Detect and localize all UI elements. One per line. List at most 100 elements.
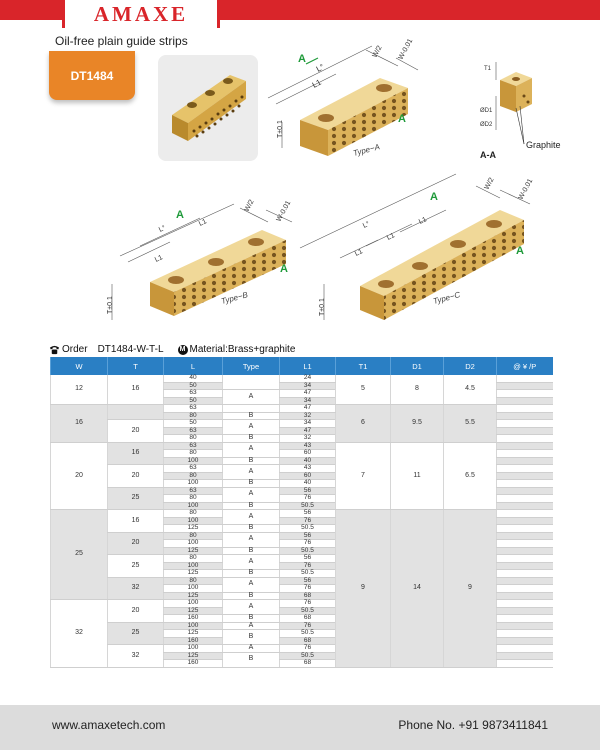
cell-type: B	[222, 457, 280, 465]
cell-price	[496, 599, 553, 608]
type-c-arrow-top: A	[430, 191, 438, 203]
cell-d2: 4.5	[443, 375, 497, 405]
col-type-header: Type	[222, 357, 280, 375]
col-t1-header: T1	[335, 357, 391, 375]
cell-type	[222, 404, 280, 413]
cell-l1: 50.5	[279, 569, 336, 578]
cell-l: 125	[163, 629, 223, 638]
cell-type: B	[222, 652, 280, 668]
cell-l: 63	[163, 464, 223, 473]
cell-l1: 47	[279, 389, 336, 398]
cell-l: 100	[163, 584, 223, 593]
cell-price	[496, 487, 553, 495]
cell-price	[496, 524, 553, 533]
type-a-l1-label: L1	[311, 77, 324, 89]
cell-price	[496, 494, 553, 503]
cell-l: 50	[163, 419, 223, 428]
cell-l1: 76	[279, 622, 336, 630]
type-b-t-label: T±0.1	[107, 296, 114, 314]
cell-l1: 56	[279, 577, 336, 585]
cell-d1: 11	[390, 442, 444, 510]
type-b-arrow-bottom: A	[280, 263, 288, 275]
cell-price	[496, 397, 553, 405]
cell-w: 16	[50, 404, 108, 443]
cell-t: 20	[107, 599, 164, 623]
cell-price	[496, 502, 553, 510]
col-d2-header: D2	[443, 357, 497, 375]
cell-l1: 47	[279, 427, 336, 435]
product-title: Oil-free plain guide strips	[55, 34, 188, 48]
cell-d2: 9	[443, 509, 497, 668]
type-a-w-label: W-0.01	[398, 38, 415, 61]
cell-l1: 43	[279, 442, 336, 450]
type-c-t-label: T±0.1	[319, 298, 326, 316]
cell-l: 100	[163, 644, 223, 653]
cell-t1: 6	[335, 404, 391, 443]
cell-l1: 40	[279, 457, 336, 465]
cell-l: 100	[163, 479, 223, 488]
cell-l1: 56	[279, 487, 336, 495]
section-aa-label: A-A	[480, 150, 496, 160]
cell-l1: 76	[279, 494, 336, 503]
cell-d1: 9.5	[390, 404, 444, 443]
cell-price	[496, 382, 553, 390]
type-a-drawing: L° L1 W/2 W-0.01 T±0.1 A A Type−A	[267, 38, 419, 158]
cell-type: B	[222, 592, 280, 600]
type-c-l1-label: L1	[354, 248, 364, 258]
cell-price	[496, 389, 553, 398]
type-b-w-label: W-0.01	[276, 200, 293, 223]
cell-price	[496, 562, 553, 570]
type-b-l-label: L°	[157, 224, 167, 234]
col-l-header: L	[163, 357, 223, 375]
section-d1-label: ØD1	[480, 108, 493, 114]
phone-icon	[49, 345, 60, 355]
cell-l1: 50.5	[279, 524, 336, 533]
cell-l1: 34	[279, 397, 336, 405]
technical-drawings: L° L1 W/2 W-0.01 T±0.1 A A Type−A T1 ØD1…	[107, 38, 561, 320]
cell-l: 80	[163, 577, 223, 585]
cell-type: A	[222, 419, 280, 435]
cell-price	[496, 472, 553, 480]
cell-l: 100	[163, 622, 223, 630]
cell-t: 16	[107, 509, 164, 533]
cell-price	[496, 547, 553, 555]
cell-t: 25	[107, 554, 164, 578]
cell-l: 80	[163, 434, 223, 443]
type-b-arrow-top: A	[176, 209, 184, 221]
type-c-arrow-bottom: A	[516, 245, 524, 257]
brand-logo: AMAXE	[93, 1, 189, 26]
type-c-label: Type−C	[432, 290, 461, 306]
cell-l: 63	[163, 389, 223, 398]
col-l1-header: L1	[279, 357, 336, 375]
cell-l1: 76	[279, 562, 336, 570]
type-c-drawing: L° L1 L1 L1 W/2 W-0.01 T±0.1 A A Type−C	[299, 173, 535, 320]
cell-price	[496, 614, 553, 623]
cell-l1: 76	[279, 517, 336, 525]
cell-l1: 47	[279, 404, 336, 413]
cell-type: A	[222, 644, 280, 653]
cell-price	[496, 419, 553, 428]
cell-type: A	[222, 532, 280, 548]
type-b-w2-label: W/2	[244, 199, 256, 213]
order-code: DT1484-W-T-L	[97, 344, 164, 355]
footer-website: www.amaxetech.com	[52, 718, 166, 732]
type-b-l1-label-2: L1	[198, 218, 208, 228]
graphite-label: Graphite	[526, 140, 561, 150]
type-c-w-label: W-0.01	[518, 178, 535, 201]
footer-bar	[0, 705, 600, 750]
type-c-l1-label-3: L1	[418, 216, 428, 226]
cell-price	[496, 622, 553, 630]
cell-t: 25	[107, 487, 164, 510]
cell-t: 32	[107, 577, 164, 600]
